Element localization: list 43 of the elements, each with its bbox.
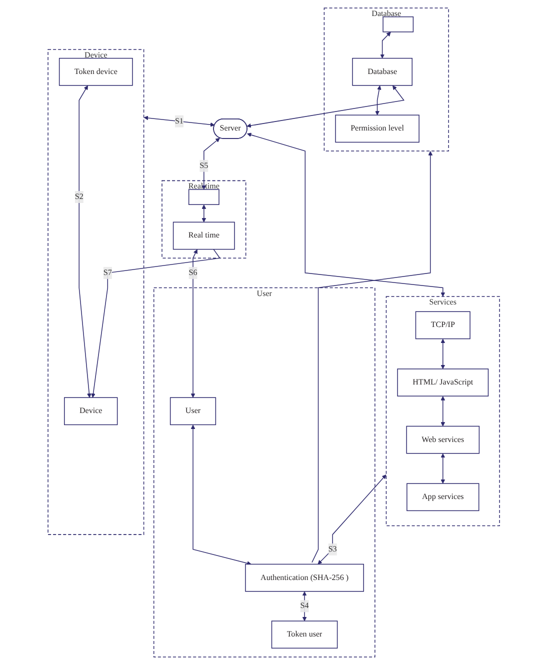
node-box bbox=[397, 368, 489, 396]
edge-label: S5 bbox=[200, 161, 208, 170]
node-box bbox=[352, 58, 413, 86]
edge-label: S1 bbox=[175, 116, 184, 126]
arrow bbox=[144, 116, 216, 127]
node-box bbox=[188, 189, 220, 205]
arrow bbox=[78, 85, 92, 398]
arrow bbox=[191, 424, 252, 566]
cluster bbox=[386, 296, 500, 526]
node-box bbox=[335, 114, 420, 143]
node-box bbox=[173, 222, 236, 250]
cluster bbox=[154, 287, 376, 658]
arrow bbox=[247, 132, 446, 297]
cluster bbox=[162, 180, 246, 258]
node-box bbox=[64, 397, 118, 426]
node-box bbox=[416, 311, 471, 340]
edge-label: S6 bbox=[188, 268, 198, 277]
arrow bbox=[202, 204, 206, 222]
edge-label: S7 bbox=[104, 268, 112, 277]
node-box bbox=[245, 564, 364, 592]
arrow bbox=[318, 474, 387, 564]
edge-label: S2 bbox=[75, 192, 84, 202]
cluster bbox=[324, 8, 450, 152]
cluster bbox=[48, 49, 144, 535]
arrow bbox=[440, 453, 446, 484]
arrow bbox=[302, 591, 307, 622]
arrow bbox=[91, 248, 221, 398]
arrow bbox=[375, 85, 382, 116]
arrow bbox=[380, 32, 392, 58]
edge-label: S4 bbox=[300, 602, 309, 610]
arrow bbox=[312, 151, 433, 563]
node-box bbox=[170, 397, 216, 426]
node-box bbox=[59, 58, 134, 86]
node-box bbox=[382, 16, 414, 32]
arrow bbox=[202, 138, 220, 190]
node-box bbox=[406, 483, 480, 512]
arrow bbox=[440, 396, 446, 426]
node-box bbox=[272, 620, 338, 649]
edge-label: S3 bbox=[328, 544, 338, 554]
arrow bbox=[440, 338, 446, 370]
arrow bbox=[191, 249, 198, 398]
arrow bbox=[246, 85, 405, 128]
node-box bbox=[406, 426, 480, 454]
